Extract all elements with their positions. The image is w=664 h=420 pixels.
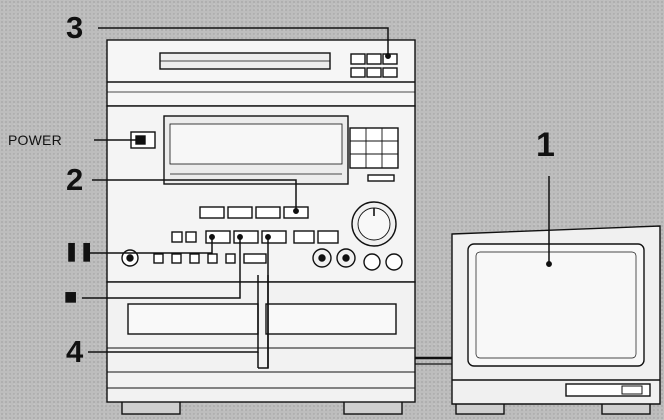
transport-button-7[interactable] xyxy=(318,231,338,243)
keypad xyxy=(350,128,398,168)
callout-1: 1 xyxy=(536,128,555,162)
transport-button-2[interactable] xyxy=(186,232,196,242)
cd-button-4[interactable] xyxy=(351,68,365,77)
callout-4: 4 xyxy=(66,336,83,367)
cassette-door-right xyxy=(266,304,396,334)
function-button-2[interactable] xyxy=(228,207,252,218)
transport-button-6[interactable] xyxy=(294,231,314,243)
transport-button-1[interactable] xyxy=(172,232,182,242)
round-knob-4[interactable] xyxy=(386,254,402,270)
stereo-system xyxy=(107,40,415,414)
small-slot xyxy=(368,175,394,181)
power-label: POWER xyxy=(8,133,62,147)
cd-button-2[interactable] xyxy=(367,54,381,64)
cd-button-1[interactable] xyxy=(351,54,365,64)
tv-monitor xyxy=(452,226,660,414)
cd-button-6[interactable] xyxy=(383,68,397,77)
connection-cable xyxy=(415,358,452,364)
tv-screen xyxy=(468,244,644,366)
function-button-1[interactable] xyxy=(200,207,224,218)
round-knob-3[interactable] xyxy=(364,254,380,270)
callout-2: 2 xyxy=(66,164,83,195)
cassette-door-left xyxy=(128,304,258,334)
function-button-3[interactable] xyxy=(256,207,280,218)
cassette-deck-body xyxy=(107,282,415,402)
cd-button-5[interactable] xyxy=(367,68,381,77)
callout-3: 3 xyxy=(66,12,83,43)
stop-icon: ■ xyxy=(64,286,77,308)
pause-icon: ❚❚ xyxy=(64,242,94,260)
